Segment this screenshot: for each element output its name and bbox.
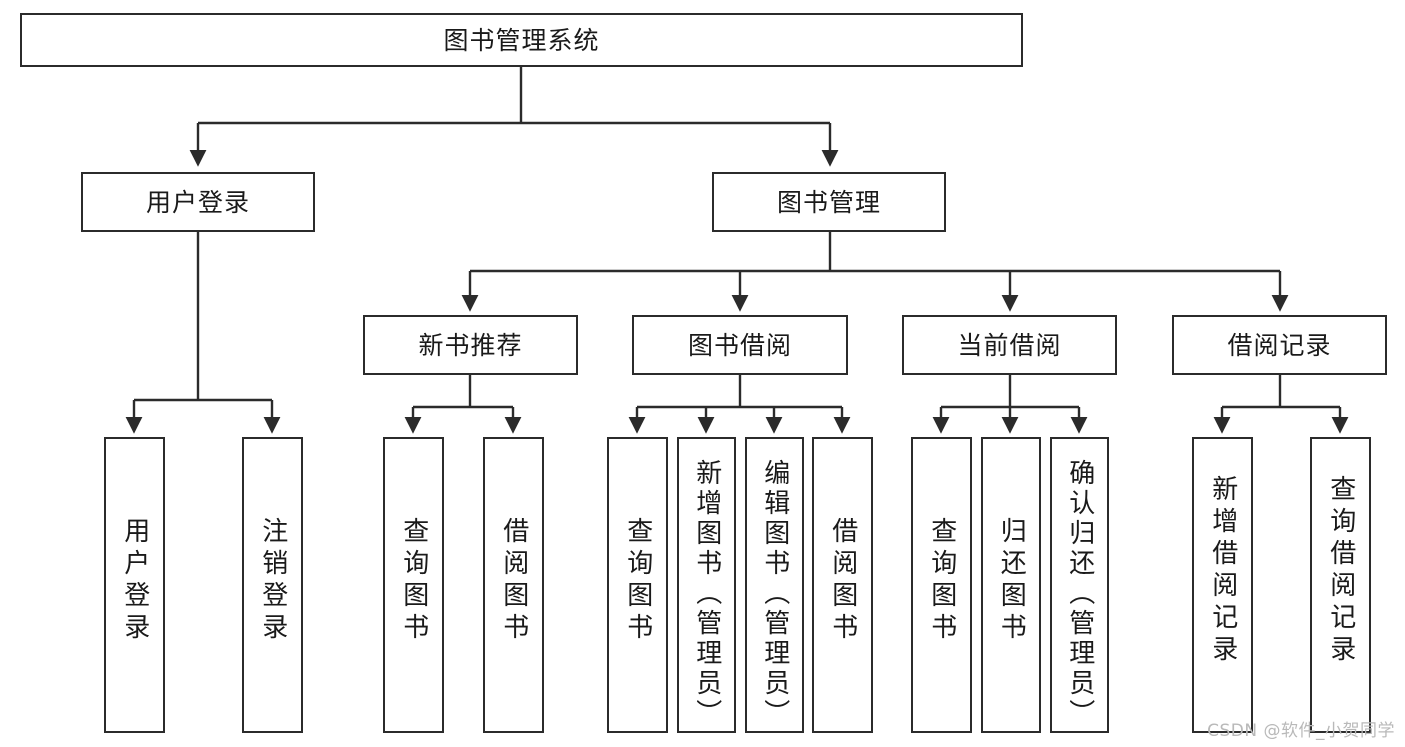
leaf-query-book-recommend-label: 查询图书 [398, 517, 429, 645]
leaf-borrow-book[interactable]: 借阅图书 [812, 437, 873, 733]
node-current-borrow-label: 当前借阅 [957, 330, 1062, 360]
leaf-add-book-admin-label: 新增图书（管理员） [691, 459, 722, 729]
leaf-confirm-return-admin-label: 确认归还（管理员） [1064, 459, 1095, 729]
leaf-borrow-book-label: 借阅图书 [827, 517, 858, 645]
node-root-label: 图书管理系统 [443, 25, 600, 55]
node-user-login[interactable]: 用户登录 [81, 172, 315, 232]
leaf-return-book[interactable]: 归还图书 [981, 437, 1041, 733]
node-book-borrow[interactable]: 图书借阅 [632, 315, 848, 375]
leaf-query-book-recommend[interactable]: 查询图书 [383, 437, 444, 733]
leaf-borrow-book-recommend-label: 借阅图书 [498, 517, 529, 645]
leaf-user-login[interactable]: 用户登录 [104, 437, 165, 733]
leaf-query-book-current[interactable]: 查询图书 [911, 437, 972, 733]
leaf-confirm-return-admin[interactable]: 确认归还（管理员） [1050, 437, 1109, 733]
node-root[interactable]: 图书管理系统 [20, 13, 1023, 67]
leaf-edit-book-admin-label: 编辑图书（管理员） [759, 459, 790, 729]
leaf-logout-label: 注销登录 [257, 517, 288, 645]
node-borrow-records[interactable]: 借阅记录 [1172, 315, 1387, 375]
leaf-query-borrow-record-label: 查询借阅记录 [1325, 475, 1356, 667]
node-current-borrow[interactable]: 当前借阅 [902, 315, 1117, 375]
leaf-query-book-borrow[interactable]: 查询图书 [607, 437, 668, 733]
leaf-logout[interactable]: 注销登录 [242, 437, 303, 733]
leaf-query-book-borrow-label: 查询图书 [622, 517, 653, 645]
leaf-add-borrow-record-label: 新增借阅记录 [1207, 475, 1238, 667]
node-book-management[interactable]: 图书管理 [712, 172, 946, 232]
watermark: CSDN @软件_小贺同学 [1207, 721, 1395, 741]
node-user-login-label: 用户登录 [145, 187, 250, 217]
leaf-query-book-current-label: 查询图书 [926, 517, 957, 645]
leaf-borrow-book-recommend[interactable]: 借阅图书 [483, 437, 544, 733]
node-new-book-recommend-label: 新书推荐 [418, 330, 523, 360]
leaf-user-login-label: 用户登录 [119, 517, 150, 645]
leaf-add-book-admin[interactable]: 新增图书（管理员） [677, 437, 736, 733]
node-book-borrow-label: 图书借阅 [687, 330, 792, 360]
node-borrow-records-label: 借阅记录 [1227, 330, 1332, 360]
leaf-return-book-label: 归还图书 [996, 517, 1027, 645]
node-book-management-label: 图书管理 [776, 187, 881, 217]
leaf-add-borrow-record[interactable]: 新增借阅记录 [1192, 437, 1253, 733]
node-new-book-recommend[interactable]: 新书推荐 [363, 315, 578, 375]
leaf-edit-book-admin[interactable]: 编辑图书（管理员） [745, 437, 804, 733]
leaf-query-borrow-record[interactable]: 查询借阅记录 [1310, 437, 1371, 733]
